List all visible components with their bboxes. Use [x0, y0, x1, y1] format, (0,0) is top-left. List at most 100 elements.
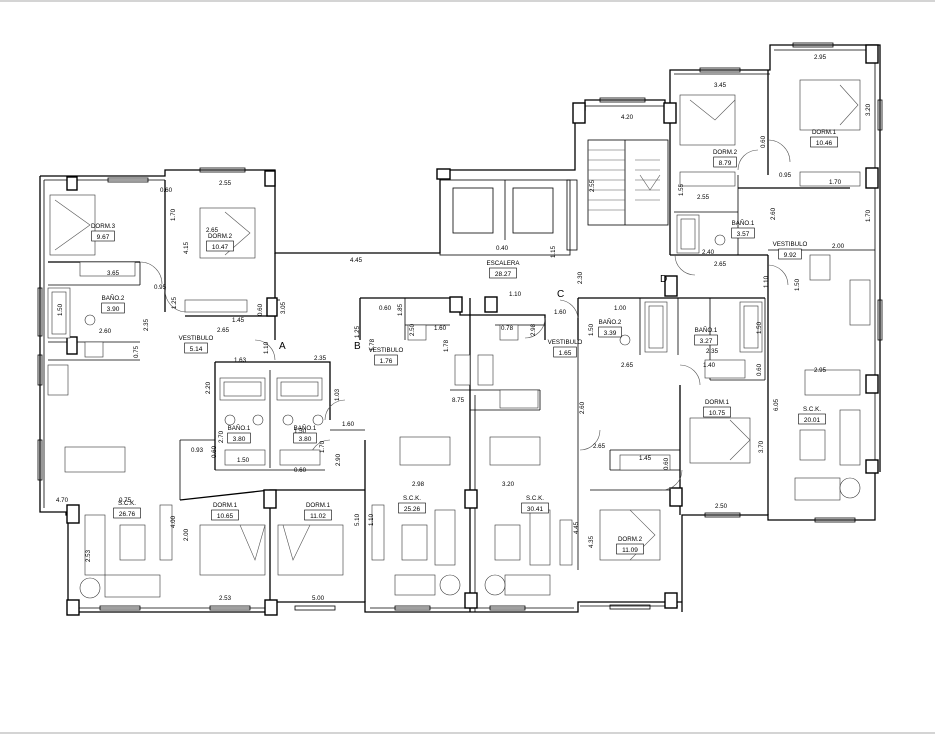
dimension-label: 4.35: [588, 535, 595, 548]
room-area-box: [713, 156, 737, 168]
dimension-label: 5.10: [354, 513, 361, 526]
room-sck-a: S.C.K.26.76: [113, 500, 141, 519]
apartment-letter-a: A: [279, 341, 286, 352]
dimension-label: 2.35: [143, 318, 150, 331]
room-name: DORM.3: [91, 223, 116, 230]
room-area: 3.80: [233, 436, 246, 443]
room-area-box: [374, 354, 398, 366]
room-name: BAÑO.2: [599, 319, 622, 326]
room-area: 9.67: [97, 234, 110, 241]
dimension-label: 2.40: [702, 249, 715, 256]
room-area-box: [398, 502, 426, 514]
room-area-box: [227, 432, 251, 444]
dimension-label: 2.90: [335, 453, 342, 466]
dimension-label: 2.55: [697, 194, 710, 201]
room-bano1-d2: BAÑO.1 3.57: [731, 220, 755, 239]
dimension-label: 2.00: [183, 528, 190, 541]
apartment-letter-d: D: [660, 274, 667, 285]
dimension-label: 1.78: [369, 338, 376, 351]
dimension-label: 0.60: [294, 467, 307, 474]
room-name: ESCALERA: [486, 260, 520, 267]
dimension-label: 1.00: [614, 305, 627, 312]
room-name: BAÑO.1: [294, 425, 317, 432]
dimension-label: 6.05: [773, 398, 780, 411]
dimension-label: 8.75: [452, 397, 465, 404]
apartment-letter-b: B: [354, 341, 361, 352]
dimension-label: 1.50: [756, 321, 763, 334]
room-area: 28.27: [495, 271, 512, 278]
room-sck-c: S.C.K.30.41: [521, 495, 549, 514]
dimension-label: 4.00: [170, 515, 177, 528]
room-area: 30.41: [527, 506, 544, 513]
room-bano2-c: BAÑO.23.39: [598, 319, 622, 338]
dimension-label: 1.10: [763, 275, 770, 288]
dimension-label: 2.60: [99, 328, 112, 335]
room-area-box: [798, 413, 826, 425]
room-area: 11.02: [310, 513, 326, 520]
dimension-label: 0.60: [160, 187, 173, 194]
dimension-label: 2.50: [715, 503, 728, 510]
room-dorm1-c: DORM.110.75: [703, 399, 731, 418]
room-area: 1.76: [380, 358, 393, 365]
dimension-label: 1.10: [368, 513, 375, 526]
dimension-label: 2.35: [706, 348, 719, 355]
dimension-label: 0.60: [663, 457, 670, 470]
dimension-label: 2.65: [593, 443, 606, 450]
windows: [37, 42, 883, 611]
room-area: 1.65: [559, 350, 572, 357]
room-vest-b: VESTIBULO 1.76: [369, 347, 404, 366]
room-area: 10.46: [816, 140, 833, 147]
dimension-label: 1.25: [171, 296, 178, 309]
dimension-label: 2.35: [314, 355, 327, 362]
room-name: DORM.1: [306, 502, 331, 509]
dimension-label: 4.15: [183, 241, 190, 254]
dimension-labels: 2.550.601.702.654.153.650.951.251.502.35…: [56, 54, 872, 602]
dimension-label: 3.05: [280, 301, 287, 314]
room-name: S.C.K.: [403, 495, 421, 502]
room-area: 3.27: [700, 338, 713, 345]
room-name: BAÑO.1: [732, 220, 755, 227]
room-area: 25.26: [404, 506, 421, 513]
dimension-label: 1.45: [232, 317, 245, 324]
dimension-label: 0.95: [154, 284, 167, 291]
room-area-box: [293, 432, 317, 444]
dimension-label: 2.53: [219, 595, 232, 602]
room-area: 9.92: [784, 252, 797, 259]
dimension-label: 0.60: [760, 135, 767, 148]
dimension-label: 1.63: [234, 357, 247, 364]
dimension-label: 4.45: [573, 521, 580, 534]
room-area-box: [598, 326, 622, 338]
dimension-label: 1.50: [294, 428, 307, 435]
room-name: DORM.2: [208, 233, 233, 240]
room-name: DORM.1: [213, 502, 238, 509]
room-name: VESTIBULO: [369, 347, 404, 354]
room-area-box: [703, 406, 731, 418]
dimension-label: 2.95: [814, 54, 827, 61]
dimension-label: 2.95: [814, 367, 827, 374]
dimension-label: 1.50: [57, 303, 64, 316]
room-area-box: [184, 342, 208, 354]
room-dorm1-a: DORM.110.65: [211, 502, 239, 521]
room-name: VESTIBULO: [179, 335, 214, 342]
dimension-label: 1.45: [639, 455, 652, 462]
room-area: 3.57: [737, 231, 750, 238]
dimension-label: 0.60: [756, 363, 763, 376]
dimension-label: 2.60: [770, 207, 777, 220]
room-area-box: [694, 334, 718, 346]
room-name: S.C.K.: [803, 406, 821, 413]
dimension-label: 3.45: [714, 82, 727, 89]
dimension-label: 1.60: [554, 309, 567, 316]
dimension-label: 2.50: [409, 323, 416, 336]
room-dorm2-a: DORM.210.47: [206, 233, 234, 252]
room-area-box: [91, 230, 115, 242]
room-name: VESTIBULO: [548, 339, 583, 346]
dimension-label: 1.50: [588, 323, 595, 336]
room-area-box: [489, 267, 517, 279]
room-name: DORM.1: [705, 399, 730, 406]
dimension-label: 3.65: [107, 270, 120, 277]
room-dorm1-b: DORM.1 11.02: [304, 502, 332, 521]
room-bano1-b: BAÑO.13.80: [293, 425, 317, 444]
room-area-box: [101, 302, 125, 314]
